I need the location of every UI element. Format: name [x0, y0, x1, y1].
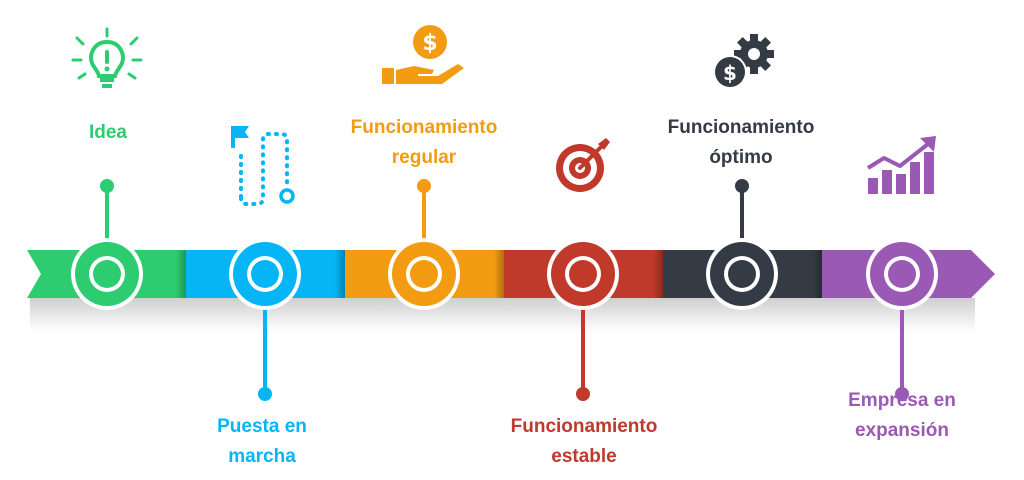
timeline-icons: $$	[71, 25, 936, 206]
node-funcionamiento-estable	[547, 238, 619, 310]
label-line: óptimo	[709, 147, 773, 168]
label-idea: Idea	[8, 118, 208, 148]
label-line: Empresa en	[848, 390, 956, 411]
bar-segment-shade	[464, 250, 504, 298]
connector-dot-funcionamiento-regular	[417, 179, 431, 193]
label-line: Funcionamiento	[667, 117, 815, 138]
bar-segment-shade	[146, 250, 186, 298]
bar-drop-shadow	[30, 298, 975, 332]
node-empresa-en-expansion	[866, 238, 938, 310]
label-puesta-en-marcha: Puesta en marcha	[162, 412, 362, 472]
node-funcionamiento-optimo	[706, 238, 778, 310]
dollar-gear-icon: $	[713, 34, 774, 89]
connector-dot-idea	[100, 179, 114, 193]
route-flag-icon	[231, 126, 295, 206]
label-empresa-en-expansion: Empresa en expansión	[802, 386, 1002, 446]
growth-chart-icon	[866, 136, 936, 194]
label-line: Funcionamiento	[350, 117, 498, 138]
connector-dot-funcionamiento-estable	[576, 387, 590, 401]
hand-coin-icon: $	[382, 25, 464, 84]
connector-dot-empresa-en-expansion	[895, 387, 909, 401]
node-puesta-en-marcha	[229, 238, 301, 310]
label-line: expansión	[855, 420, 949, 441]
timeline-shadow	[30, 298, 975, 332]
bar-segment-shade	[782, 250, 822, 298]
lightbulb-icon	[71, 27, 143, 88]
label-funcionamiento-regular: Funcionamiento regular	[324, 113, 524, 173]
bar-segment-shade	[305, 250, 345, 298]
connector-dot-puesta-en-marcha	[258, 387, 272, 401]
label-funcionamiento-estable: Funcionamiento estable	[484, 412, 684, 472]
label-line: Puesta en	[217, 416, 307, 437]
label-line: marcha	[228, 446, 296, 467]
label-funcionamiento-optimo: Funcionamiento óptimo	[641, 113, 841, 173]
target-icon	[556, 138, 610, 192]
svg-text:$: $	[422, 31, 437, 56]
label-line: Idea	[88, 122, 128, 143]
timeline-connectors	[100, 179, 909, 401]
label-line: regular	[391, 147, 457, 168]
bar-segment-shade	[623, 250, 663, 298]
timeline-bar	[27, 250, 995, 298]
node-funcionamiento-regular	[388, 238, 460, 310]
node-idea	[71, 238, 143, 310]
timeline-nodes	[71, 238, 938, 310]
label-line: Funcionamiento	[510, 416, 658, 437]
label-line: estable	[551, 446, 617, 467]
svg-text:$: $	[723, 61, 737, 85]
connector-dot-funcionamiento-optimo	[735, 179, 749, 193]
